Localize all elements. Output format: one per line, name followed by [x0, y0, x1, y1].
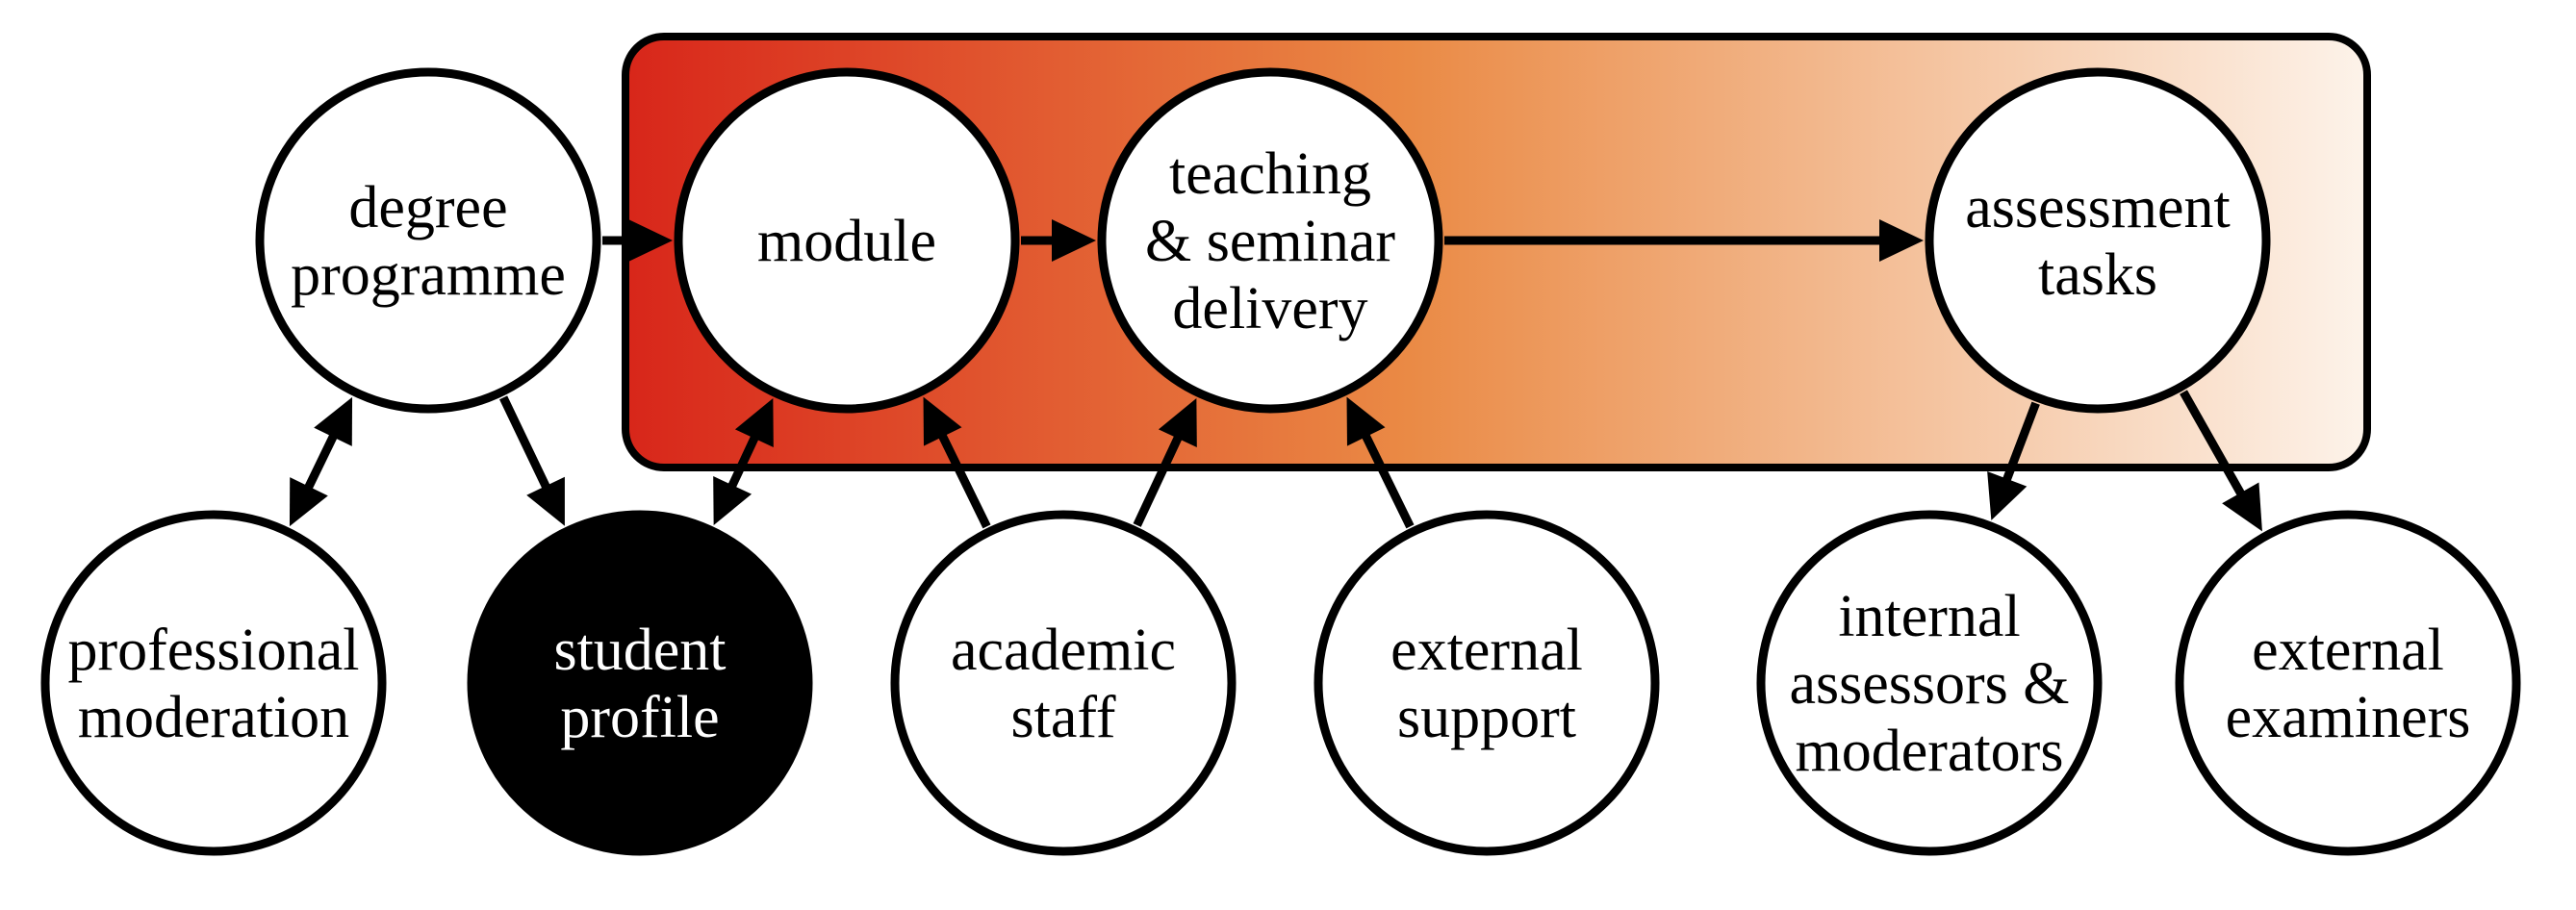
node-circle — [467, 510, 813, 856]
node-label: tasks — [2038, 242, 2157, 308]
edge-academic-staff-to-teaching-seminar-delivery — [1133, 397, 1197, 527]
node-circle — [1314, 510, 1660, 856]
node-label: support — [1397, 685, 1576, 750]
arrowhead — [1052, 219, 1096, 262]
arrowhead — [526, 476, 565, 526]
node-label: external — [2252, 618, 2444, 683]
edge-line — [934, 426, 991, 529]
node-label: internal — [1838, 584, 2020, 649]
node-label: module — [757, 209, 936, 274]
edge-line — [2000, 401, 2040, 490]
edge-academic-staff-to-module — [923, 396, 991, 529]
node-circle — [1756, 510, 2103, 856]
node-circle — [890, 510, 1237, 856]
edge-line — [1358, 426, 1415, 529]
arrowhead — [1879, 219, 1924, 262]
node-label: delivery — [1172, 276, 1367, 341]
node-label: assessment — [1965, 175, 2231, 240]
node-circle — [40, 510, 387, 856]
node-label: external — [1390, 618, 1583, 683]
arrowhead — [289, 477, 328, 527]
node-label: programme — [291, 242, 566, 308]
node-label: assessors & — [1789, 651, 2069, 717]
arrowhead — [314, 396, 353, 446]
edge-teaching-seminar-delivery-to-assessment-tasks — [1444, 219, 1924, 262]
node-module: module — [674, 67, 1020, 414]
edge-degree-programme-to-professional-moderation — [289, 396, 353, 527]
arrowhead — [1346, 396, 1386, 446]
edges-layer — [289, 219, 2262, 532]
edge-line — [300, 427, 342, 496]
node-label: academic — [951, 618, 1176, 683]
arrowhead — [628, 219, 673, 262]
arrowhead — [923, 396, 962, 446]
arrowhead — [1158, 397, 1197, 447]
edge-assessment-tasks-to-external-examiners — [2180, 390, 2262, 532]
edge-module-to-teaching-seminar-delivery — [1021, 219, 1096, 262]
node-label: student — [553, 618, 726, 683]
node-label: teaching — [1169, 141, 1371, 207]
module-flow-band — [622, 33, 2371, 471]
edge-line — [499, 395, 554, 496]
node-circle — [1097, 67, 1443, 414]
node-label: staff — [1010, 685, 1115, 750]
node-label: degree — [348, 175, 507, 240]
node-circle — [1925, 67, 2271, 414]
edge-line — [2180, 390, 2249, 503]
node-label: profile — [560, 685, 719, 750]
edge-external-support-to-teaching-seminar-delivery — [1346, 396, 1415, 529]
arrowhead — [2222, 482, 2262, 532]
edge-degree-programme-to-student-profile — [499, 395, 565, 526]
edge-line — [1133, 428, 1186, 527]
edge-degree-programme-to-module — [602, 219, 673, 262]
node-circle — [255, 67, 601, 414]
arrowhead — [734, 397, 774, 447]
node-label: moderators — [1796, 719, 2064, 784]
node-label: examiners — [2226, 685, 2471, 750]
edge-student-profile-to-module — [713, 397, 774, 526]
edge-line — [725, 428, 762, 495]
edge-assessment-tasks-to-internal-assessors-moderators — [1987, 401, 2040, 520]
node-circle — [674, 67, 1020, 414]
node-label: & seminar — [1145, 209, 1395, 274]
node-label: professional — [67, 618, 359, 683]
arrowhead — [713, 476, 752, 526]
node-circle — [2175, 510, 2521, 856]
arrowhead — [1987, 471, 2028, 520]
node-label: moderation — [78, 685, 349, 750]
